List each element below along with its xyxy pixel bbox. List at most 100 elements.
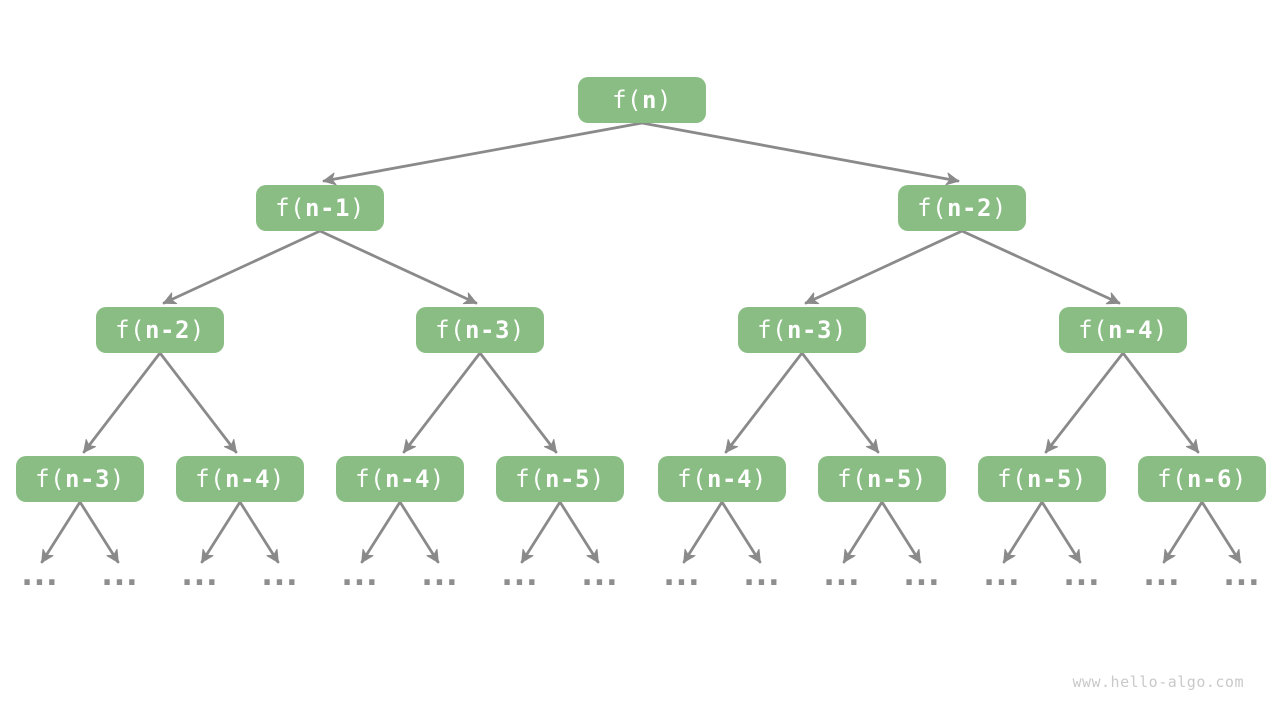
node-label-bold: n-3 (787, 316, 832, 344)
tree-node-l4-4: f(n-4) (658, 456, 786, 502)
node-label-post: ) (1231, 465, 1247, 493)
edge-arrow (640, 121, 960, 186)
ellipsis-label: ... (421, 558, 459, 593)
node-label-pre: f( (35, 465, 66, 493)
node-label-post: ) (349, 194, 365, 222)
watermark: www.hello-algo.com (1072, 673, 1244, 691)
edge-arrow (1044, 351, 1125, 454)
ellipsis-label: ... (903, 558, 941, 593)
node-label-pre: f( (837, 465, 868, 493)
ellipsis-label: ... (261, 558, 299, 593)
node-label-pre: f( (612, 86, 642, 114)
node-label-post: ) (911, 465, 927, 493)
node-label-pre: f( (115, 316, 146, 344)
edge-arrow (200, 500, 242, 564)
edge-arrow (804, 229, 964, 305)
edge-arrow (960, 229, 1121, 305)
tree-node-l3-3: f(n-4) (1059, 307, 1187, 353)
ellipsis-label: ... (743, 558, 781, 593)
edge-arrow (724, 351, 804, 454)
edge-arrow (238, 500, 280, 564)
node-label-bold: n-3 (65, 465, 110, 493)
edge-arrow (322, 121, 644, 186)
node-label-pre: f( (677, 465, 708, 493)
edge-arrow (1121, 351, 1200, 454)
ellipsis-label: ... (101, 558, 139, 593)
tree-node-l4-3: f(n-5) (496, 456, 624, 502)
ellipsis-label: ... (1223, 558, 1261, 593)
node-label-bold: n-2 (947, 194, 992, 222)
node-label-post: ) (589, 465, 605, 493)
tree-node-l4-5: f(n-5) (818, 456, 946, 502)
edge-arrow (158, 351, 238, 454)
edge-arrow (880, 500, 922, 564)
node-label-pre: f( (515, 465, 546, 493)
ellipsis-label: ... (341, 558, 379, 593)
node-label-bold: n-5 (545, 465, 590, 493)
edge-arrow (402, 351, 482, 454)
node-label-bold: n-1 (305, 194, 350, 222)
edge-arrow (1200, 500, 1242, 564)
edge-arrow (40, 500, 82, 564)
ellipsis-label: ... (21, 558, 59, 593)
edge-arrow (162, 229, 322, 305)
node-label-pre: f( (997, 465, 1028, 493)
ellipsis-label: ... (1063, 558, 1101, 593)
ellipsis-label: ... (663, 558, 701, 593)
node-label-bold: n-5 (1027, 465, 1072, 493)
tree-node-l2-0: f(n-1) (256, 185, 384, 231)
node-label-post: ) (831, 316, 847, 344)
tree-node-l4-7: f(n-6) (1138, 456, 1266, 502)
tree-node-l3-1: f(n-3) (416, 307, 544, 353)
node-label-post: ) (509, 316, 525, 344)
tree-node-l3-2: f(n-3) (738, 307, 866, 353)
node-label-pre: f( (917, 194, 948, 222)
tree-node-l3-0: f(n-2) (96, 307, 224, 353)
edge-arrow (360, 500, 402, 564)
node-label-post: ) (991, 194, 1007, 222)
edge-arrow (558, 500, 600, 564)
node-label-post: ) (109, 465, 125, 493)
edge-arrow (318, 229, 478, 305)
node-label-pre: f( (355, 465, 386, 493)
tree-node-l2-1: f(n-2) (898, 185, 1026, 231)
tree-node-l4-2: f(n-4) (336, 456, 464, 502)
node-label-pre: f( (435, 316, 466, 344)
edge-arrow (1040, 500, 1082, 564)
tree-node-root: f(n) (578, 77, 706, 123)
node-label-pre: f( (757, 316, 788, 344)
node-label-bold: n-4 (225, 465, 270, 493)
node-label-bold: n-3 (465, 316, 510, 344)
node-label-post: ) (189, 316, 205, 344)
node-label-post: ) (656, 86, 672, 114)
ellipsis-label: ... (1143, 558, 1181, 593)
ellipsis-label: ... (823, 558, 861, 593)
node-label-post: ) (269, 465, 285, 493)
edge-arrow (682, 500, 724, 564)
node-label-bold: n-6 (1187, 465, 1232, 493)
node-label-bold: n-4 (707, 465, 752, 493)
node-label-post: ) (429, 465, 445, 493)
node-label-bold: n-4 (1108, 316, 1153, 344)
tree-node-l4-0: f(n-3) (16, 456, 144, 502)
node-label-bold: n-2 (145, 316, 190, 344)
edge-arrow (398, 500, 440, 564)
edge-arrow (82, 351, 162, 454)
node-label-bold: n (642, 86, 657, 114)
edge-arrow (78, 500, 120, 564)
edge-arrow (1162, 500, 1204, 564)
tree-node-l4-1: f(n-4) (176, 456, 304, 502)
node-label-bold: n-5 (867, 465, 912, 493)
edge-arrow (800, 351, 880, 454)
edge-arrow (520, 500, 562, 564)
node-label-post: ) (1152, 316, 1168, 344)
ellipsis-label: ... (983, 558, 1021, 593)
ellipsis-label: ... (581, 558, 619, 593)
node-label-pre: f( (195, 465, 226, 493)
node-label-post: ) (751, 465, 767, 493)
node-label-pre: f( (1078, 316, 1109, 344)
ellipsis-label: ... (501, 558, 539, 593)
edge-arrow (478, 351, 558, 454)
